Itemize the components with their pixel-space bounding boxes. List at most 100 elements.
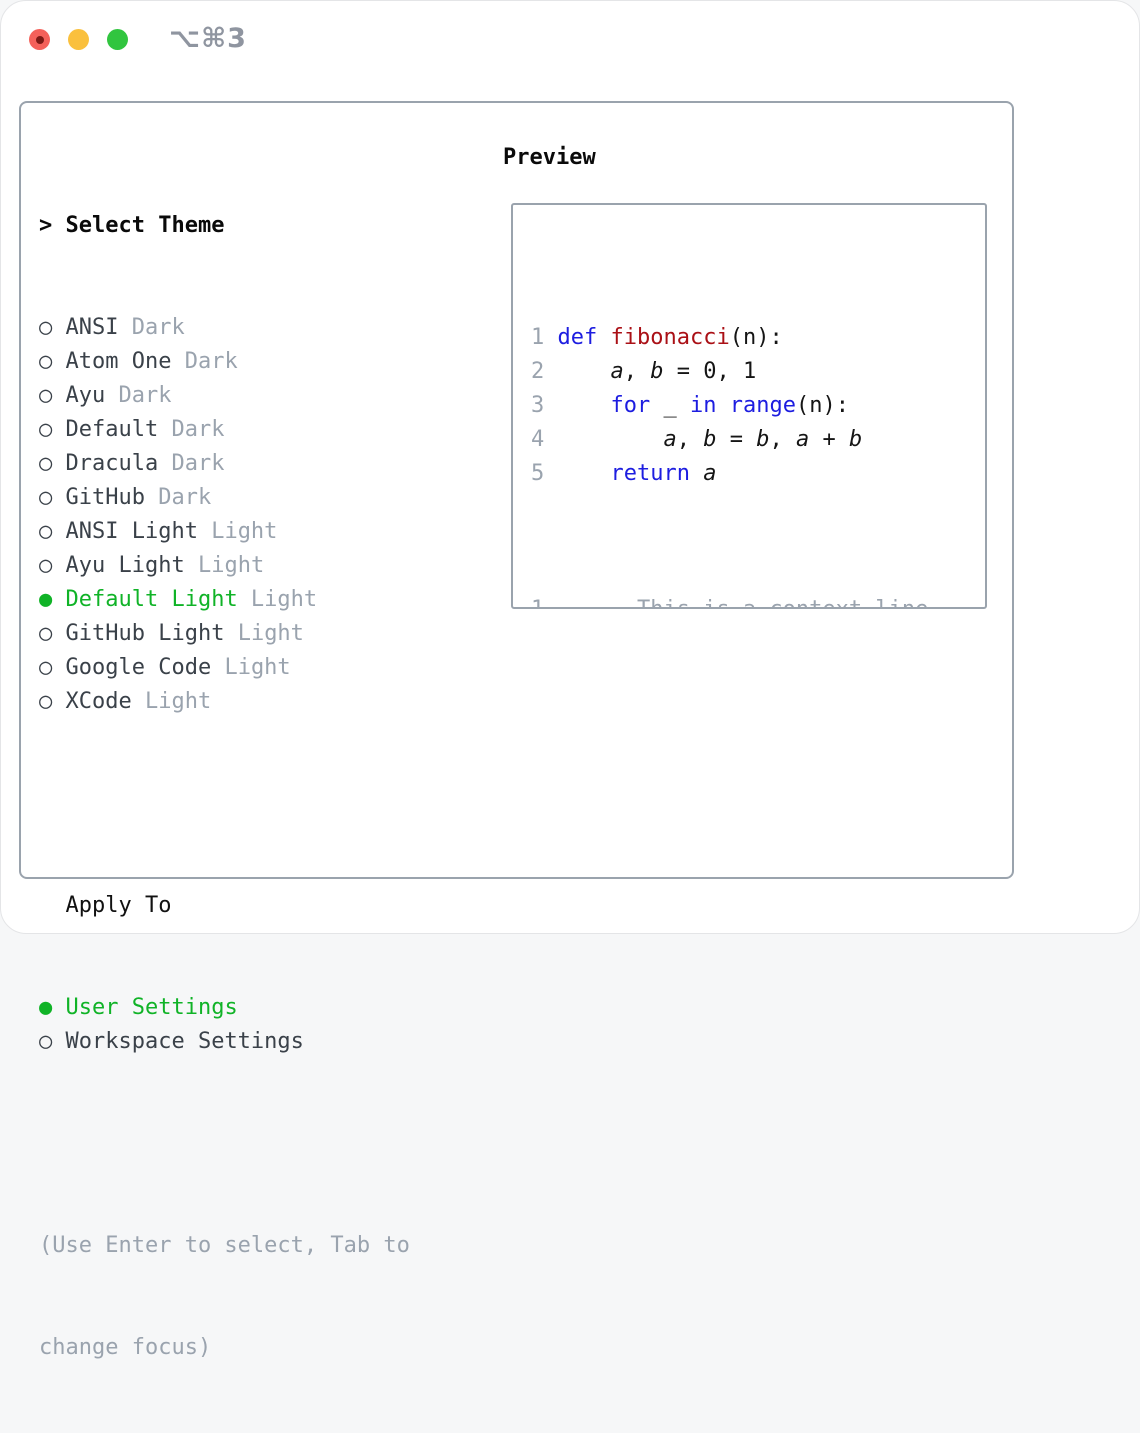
focus-caret-icon: >	[39, 213, 66, 238]
code-token: return	[610, 461, 690, 486]
diff-preview: 1 This is a context line.2 - This line w…	[531, 593, 985, 607]
option-label: XCode	[65, 689, 132, 714]
line-number: 2	[531, 359, 558, 384]
option-tag: Light	[131, 689, 212, 714]
theme-option-ayu-light[interactable]: ○ Ayu Light Light	[39, 549, 410, 583]
option-label: Google Code	[65, 655, 212, 680]
code-token: b	[703, 427, 717, 452]
code-token: def	[557, 325, 611, 350]
select-theme-title: Select Theme	[65, 213, 225, 238]
code-token	[558, 359, 611, 384]
traffic-lights	[29, 29, 128, 50]
apply-option-workspace-settings[interactable]: ○ Workspace Settings	[39, 1025, 410, 1059]
code-token: _	[650, 393, 690, 418]
option-label: Ayu Light	[65, 553, 185, 578]
option-tag: Dark	[118, 315, 185, 340]
code-token: in	[689, 393, 717, 418]
apply-option-user-settings[interactable]: ● User Settings	[39, 991, 410, 1025]
theme-option-ansi-light[interactable]: ○ ANSI Light Light	[39, 515, 410, 549]
close-button[interactable]	[29, 29, 50, 50]
theme-option-dracula[interactable]: ○ Dracula Dark	[39, 447, 410, 481]
code-line: 1 This is a context line.	[531, 593, 985, 607]
code-line: 2 a, b = 0, 1	[531, 355, 985, 389]
main-panel: > Select Theme ○ ANSI Dark○ Atom One Dar…	[19, 101, 1014, 1360]
line-number: 3	[531, 393, 558, 418]
code-token: (n):	[795, 393, 849, 418]
option-tag: Dark	[158, 417, 225, 442]
gap	[39, 1127, 410, 1161]
code-token: b	[650, 359, 664, 384]
radio-unselected-icon: ○	[39, 621, 66, 646]
line-number: 1	[531, 597, 558, 607]
option-label: Workspace Settings	[65, 1029, 304, 1054]
option-label: GitHub	[65, 485, 145, 510]
radio-unselected-icon: ○	[39, 519, 66, 544]
apply-to-list: ● User Settings○ Workspace Settings	[39, 991, 410, 1059]
apply-to-title: Apply To	[65, 893, 172, 918]
option-tag: Light	[211, 655, 291, 680]
code-token: ,	[676, 427, 704, 452]
select-theme-header: > Select Theme	[39, 209, 410, 243]
theme-option-atom-one[interactable]: ○ Atom One Dark	[39, 345, 410, 379]
code-token: =	[716, 427, 757, 452]
code-token: a	[703, 461, 717, 486]
code-token: b	[756, 427, 770, 452]
app-window: ⌥⌘3 > Select Theme ○ ANSI Dark○ Atom One…	[0, 0, 1140, 1360]
code-token	[558, 393, 611, 418]
theme-option-default[interactable]: ○ Default Dark	[39, 413, 410, 447]
theme-option-default-light[interactable]: ● Default Light Light	[39, 583, 410, 617]
help-text-line-1: (Use Enter to select, Tab to	[39, 1233, 410, 1258]
apply-to-header: Apply To	[39, 889, 410, 923]
option-tag: Light	[184, 553, 265, 578]
radio-selected-icon: ●	[39, 995, 66, 1020]
code-token: a	[663, 427, 677, 452]
gap	[39, 787, 410, 821]
code-token	[716, 393, 729, 418]
code-line: 3 for _ in range(n):	[531, 389, 985, 423]
code-token: fibonacci	[610, 325, 730, 350]
option-label: Ayu	[65, 383, 106, 408]
theme-option-ansi[interactable]: ○ ANSI Dark	[39, 311, 410, 345]
option-label: User Settings	[65, 995, 238, 1020]
help-text-line-2: change focus)	[39, 1335, 212, 1360]
maximize-button[interactable]	[107, 29, 128, 50]
option-label: GitHub Light	[65, 621, 225, 646]
theme-option-ayu[interactable]: ○ Ayu Dark	[39, 379, 410, 413]
line-number: 1	[531, 325, 558, 350]
theme-option-github-light[interactable]: ○ GitHub Light Light	[39, 617, 410, 651]
window-shortcut-label: ⌥⌘3	[169, 23, 247, 54]
option-tag: Dark	[158, 451, 225, 476]
code-token: a	[610, 359, 624, 384]
preview-title: Preview	[503, 145, 596, 170]
code-token: ,	[769, 427, 796, 452]
code-line: 1 def fibonacci(n):	[531, 321, 985, 355]
radio-selected-icon: ●	[39, 587, 66, 612]
option-label: Default	[65, 417, 159, 442]
option-tag: Dark	[105, 383, 172, 408]
code-token	[690, 461, 703, 486]
theme-option-github[interactable]: ○ GitHub Dark	[39, 481, 410, 515]
option-label: Dracula	[65, 451, 159, 476]
code-token: = 0, 1	[663, 359, 757, 384]
radio-unselected-icon: ○	[39, 655, 66, 680]
theme-option-google-code[interactable]: ○ Google Code Light	[39, 651, 410, 685]
minimize-button[interactable]	[68, 29, 89, 50]
option-tag: Light	[224, 621, 304, 646]
option-tag: Dark	[171, 349, 238, 374]
radio-unselected-icon: ○	[39, 349, 66, 374]
radio-unselected-icon: ○	[39, 485, 66, 510]
code-line: 4 a, b = b, a + b	[531, 423, 985, 457]
option-tag: Dark	[144, 485, 212, 510]
option-label: ANSI	[65, 315, 119, 340]
theme-option-xcode[interactable]: ○ XCode Light	[39, 685, 410, 719]
code-token: +	[809, 427, 849, 452]
radio-unselected-icon: ○	[39, 553, 66, 578]
option-label: ANSI Light	[65, 519, 198, 544]
code-token	[558, 461, 611, 486]
radio-unselected-icon: ○	[39, 1029, 66, 1054]
code-token	[558, 427, 664, 452]
option-tag: Light	[197, 519, 278, 544]
line-number: 5	[531, 461, 558, 486]
